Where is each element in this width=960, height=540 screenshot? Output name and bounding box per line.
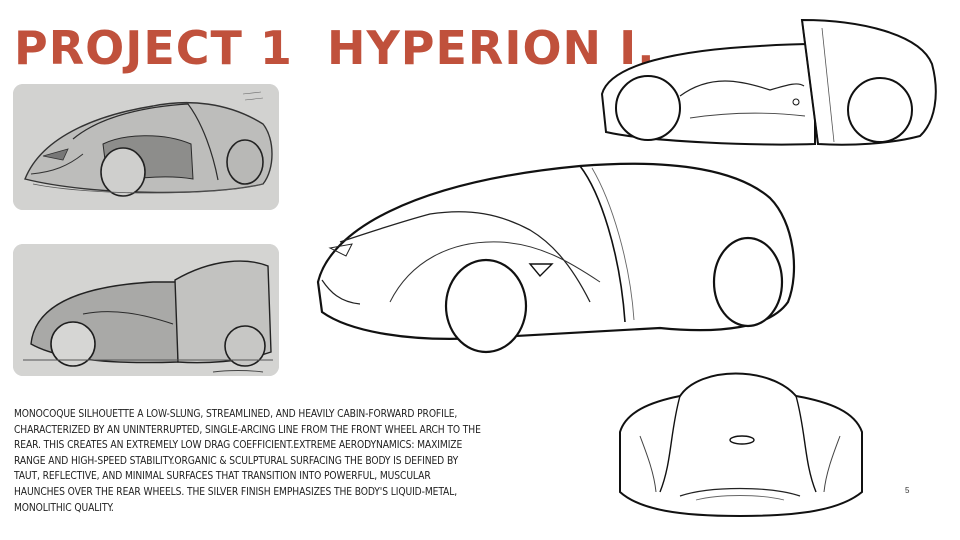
sketch-photo-side-profile: [13, 244, 279, 376]
line-drawing-side-view: [590, 14, 950, 152]
line-drawing-three-quarter-view: [300, 152, 810, 360]
sketch-photo-front-three-quarter: [13, 84, 279, 210]
page-number: 5: [905, 486, 910, 495]
line-drawing-rear-view: [600, 352, 880, 522]
design-description: Monocoque Silhouette A low-slung, stream…: [14, 409, 481, 514]
slide-title: Project 1 Hyperion I.: [14, 21, 656, 75]
